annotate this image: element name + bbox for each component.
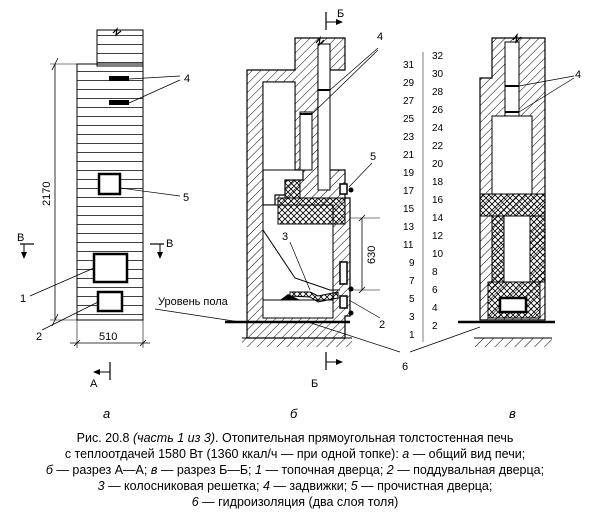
view-a: 2170 510 В В А 4 5 1 2 а: [17, 27, 190, 421]
row-num-right-9: 14: [432, 213, 444, 224]
view-a-ash-door: [96, 290, 124, 313]
row-num-left-12: 7: [409, 276, 415, 287]
row-num-left-3: 25: [403, 114, 415, 125]
row-num-right-2: 28: [432, 87, 444, 98]
row-num-left-8: 15: [403, 204, 415, 215]
view-a-section-bottom: А: [90, 378, 98, 390]
row-num-left-9: 13: [403, 222, 415, 233]
row-num-right-1: 30: [432, 69, 444, 80]
view-b-callout-5: 5: [370, 151, 376, 163]
row-num-left-2: 27: [403, 96, 415, 107]
view-b-section-top: Б: [337, 8, 344, 20]
view-a-section-right: В: [166, 238, 173, 250]
row-num-left-14: 3: [409, 312, 415, 323]
row-num-left-7: 17: [403, 186, 415, 197]
row-num-right-11: 10: [432, 249, 444, 260]
row-num-right-0: 32: [432, 51, 444, 62]
row-num-left-1: 29: [403, 78, 415, 89]
view-b-section-bottom: Б: [311, 378, 318, 390]
row-num-right-14: 4: [432, 303, 438, 314]
caption-line-5: 6 — гидроизоляция (два слоя толя): [191, 495, 399, 509]
view-a-callout-4: 4: [184, 73, 190, 85]
view-a-callout-5: 5: [183, 192, 189, 204]
row-num-left-11: 9: [409, 258, 415, 269]
brick-row-numbers: 31 29 27 25 23 21 19 17 15 13 11 9 7 5 3…: [403, 51, 444, 342]
row-num-right-15: 2: [432, 321, 438, 332]
callout-6: 6: [402, 361, 408, 373]
row-num-left-13: 5: [409, 294, 415, 305]
view-b-floor-label: Уровень пола: [158, 296, 229, 308]
row-num-left-6: 19: [403, 168, 415, 179]
view-a-width-dim: 510: [99, 331, 117, 343]
view-a-cleaning-door: [97, 172, 122, 196]
view-a-firebox-door: [92, 252, 129, 284]
view-a-height-dim: 2170: [41, 182, 53, 206]
view-b-sublabel: б: [290, 406, 298, 421]
view-a-section-left: В: [17, 232, 24, 244]
caption-line-3: б — разрез А—А; в — разрез Б—Б; 1 — топо…: [45, 463, 545, 477]
caption-line-4: 3 — колосниковая решетка; 4 — задвижки; …: [97, 479, 493, 493]
view-b-grate: [289, 291, 339, 303]
view-v-callout-4: 4: [575, 69, 581, 81]
view-v-ash-door: [498, 296, 528, 314]
row-num-right-7: 18: [432, 177, 444, 188]
row-num-left-10: 11: [403, 240, 414, 251]
view-a-chimney: [96, 29, 144, 67]
view-v: 4 в: [458, 32, 581, 421]
figure-caption: Рис. 20.8 (часть 1 из 3). Отопительная п…: [0, 430, 590, 510]
row-num-left-0: 31: [403, 60, 415, 71]
view-b-callout-2: 2: [379, 319, 385, 331]
row-num-right-3: 26: [432, 105, 444, 116]
caption-line-2: с теплоотдачей 1580 Вт (1360 ккал/ч — пр…: [64, 447, 526, 461]
view-b-overlap: [277, 197, 346, 225]
row-num-right-6: 20: [432, 159, 444, 170]
row-num-right-13: 6: [432, 285, 438, 296]
row-num-right-8: 16: [432, 195, 444, 206]
row-num-right-12: 8: [432, 267, 438, 278]
row-num-left-4: 23: [403, 132, 415, 143]
view-a-callout-1: 1: [20, 293, 26, 305]
caption-line-1: Рис. 20.8 (часть 1 из 3). Отопительная п…: [76, 431, 514, 445]
view-a-callout-2: 2: [36, 331, 42, 343]
view-b-callout-4: 4: [377, 31, 383, 43]
view-a-damper-2: [109, 100, 129, 105]
row-num-left-15: 1: [409, 330, 415, 341]
row-num-right-5: 22: [432, 141, 444, 152]
view-b-dim-630: 630: [366, 246, 378, 264]
row-num-right-10: 12: [432, 231, 444, 242]
row-num-right-4: 24: [432, 123, 444, 134]
view-a-damper-1: [109, 76, 129, 81]
view-a-sublabel: а: [103, 406, 110, 421]
view-b: Уровень пола 630 Б Б 4 5 3 2 б: [154, 8, 385, 421]
view-b-callout-3: 3: [282, 231, 288, 243]
row-num-left-5: 21: [403, 150, 415, 161]
view-v-sublabel: в: [509, 406, 516, 421]
